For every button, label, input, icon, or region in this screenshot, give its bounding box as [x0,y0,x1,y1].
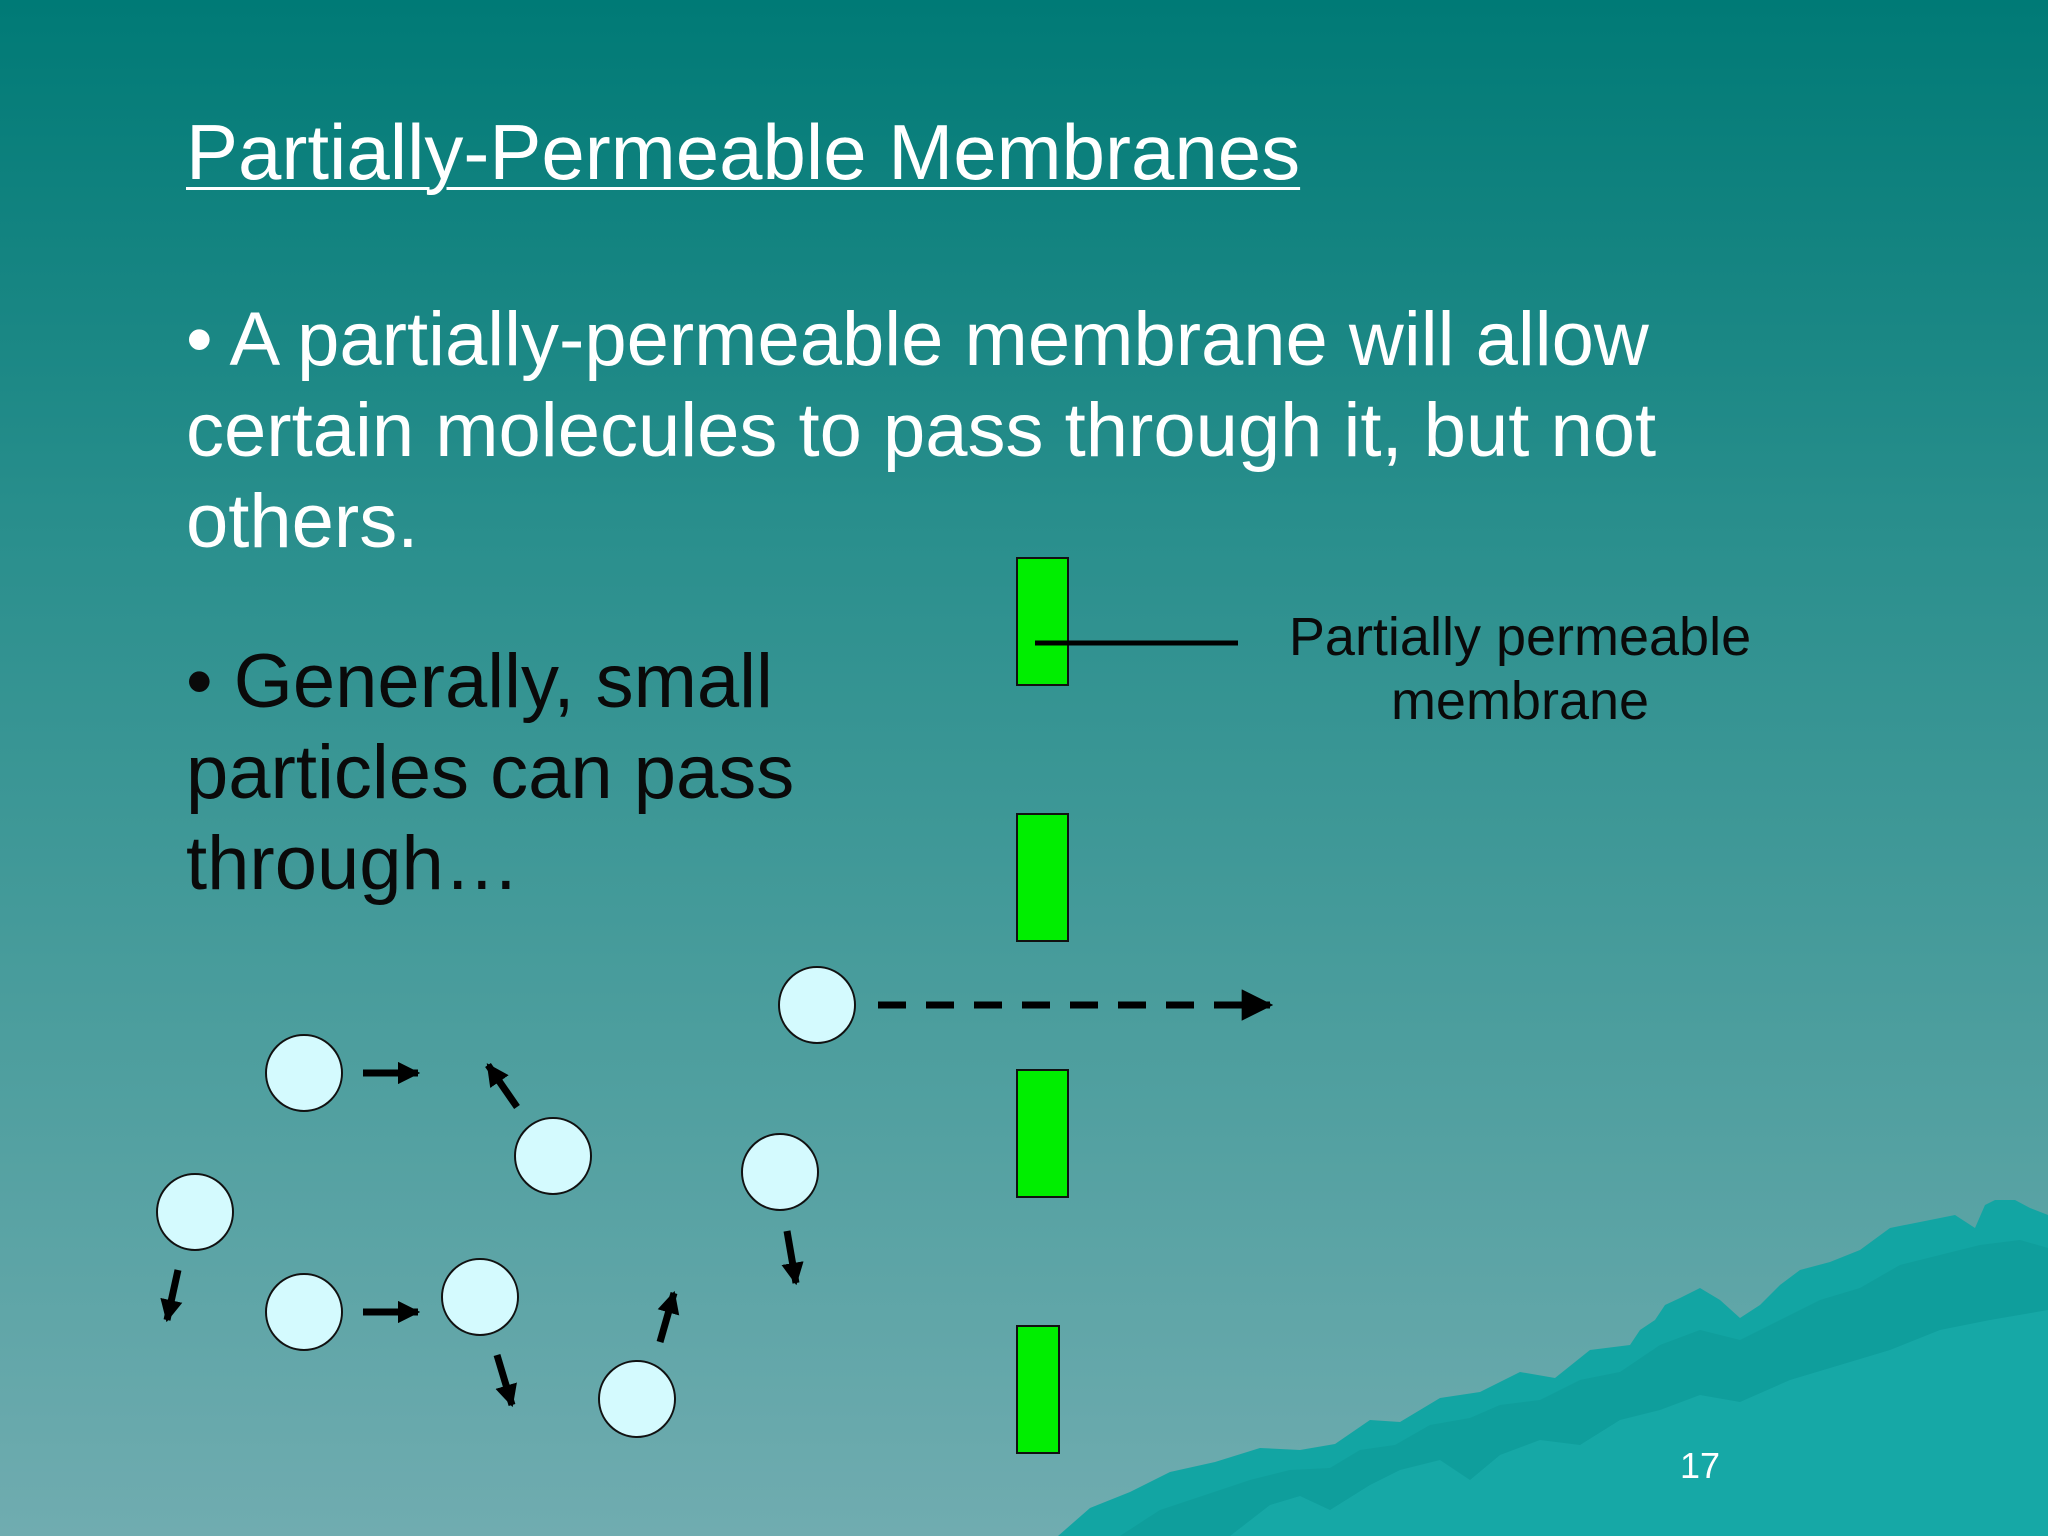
motion-arrow [485,1063,520,1109]
bullet-point-1: • A partially-permeable membrane will al… [186,297,1657,564]
particle [265,1034,343,1112]
particle [265,1273,343,1351]
particle [514,1117,592,1195]
membrane-segment [1016,557,1069,686]
passing-particle [778,966,856,1044]
bullet-point-2: • Generally, small particles can pass th… [186,639,795,906]
motion-arrow [656,1290,680,1343]
mountains-decoration [1058,1200,2048,1536]
membrane-segment [1016,813,1069,942]
motion-arrow [160,1269,183,1323]
membrane-segment [1016,1325,1060,1454]
membrane-label: Partially permeable membrane [1288,607,1752,731]
slide-title: Partially-Permeable Membranes [186,108,1301,196]
particle [156,1173,234,1251]
particle [741,1133,819,1211]
page-number: 17 [1680,1445,1721,1486]
particle [598,1360,676,1438]
membrane-segment [1016,1069,1069,1198]
particle [441,1258,519,1336]
motion-arrow [781,1230,804,1286]
motion-arrow [493,1353,517,1408]
